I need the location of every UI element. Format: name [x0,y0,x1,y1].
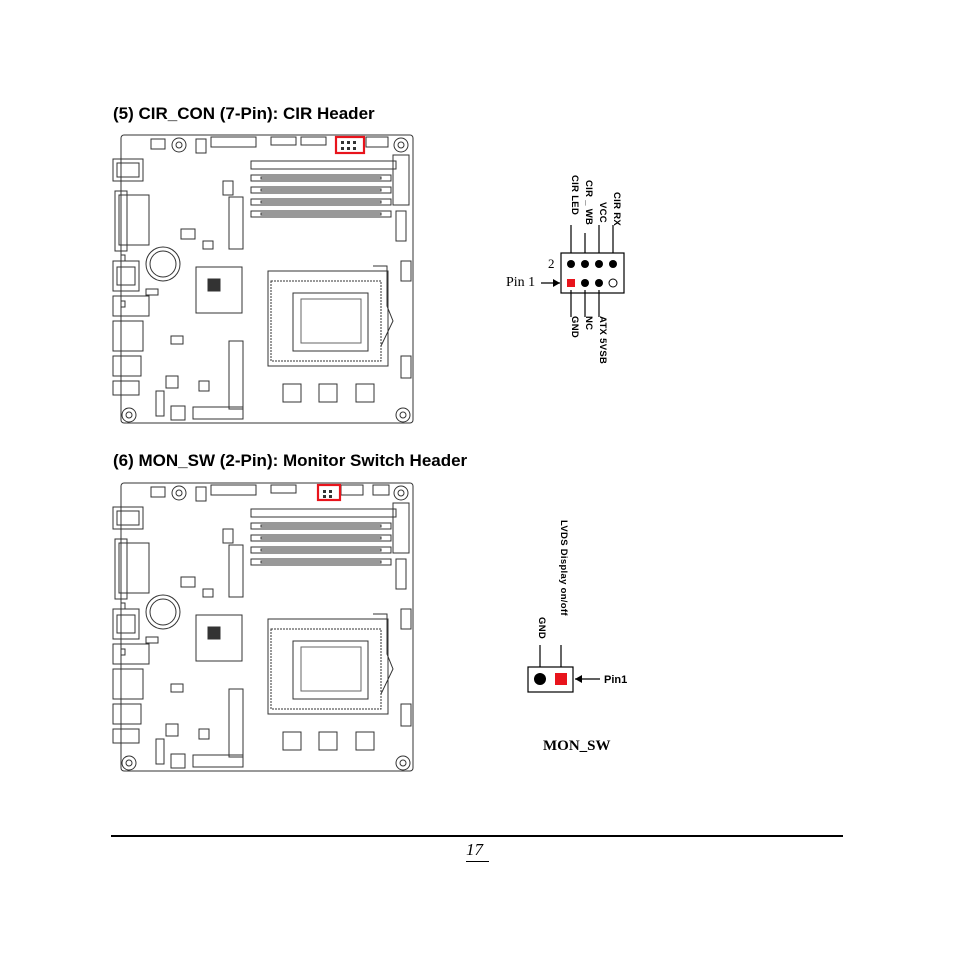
section-5-heading: (5) CIR_CON (7-Pin): CIR Header [113,104,375,123]
monsw-connector [527,645,600,693]
pin-label-cir-wb: CIR _ WB [583,180,594,226]
cir-row-label: 2 [548,256,555,271]
section-6-heading: (6) MON_SW (2-Pin): Monitor Switch Heade… [113,451,468,470]
pin-label-lvds-display: LVDS Display on/off [558,520,569,616]
pin-label-gnd: GND [569,316,580,339]
monsw-pin1-label: Pin1 [604,674,628,686]
cir-connector [541,225,625,317]
motherboard-diagram-monsw [112,482,414,772]
monsw-header-highlight [316,483,342,502]
pin-label-cir-rx: CIR RX [611,192,622,226]
pin-label-cir-led: CIR LED [569,175,580,216]
footer-rule [111,835,843,837]
pin-label-atx-5vsb: ATX 5VSB [597,316,608,365]
monsw-pin1-square [555,673,567,685]
motherboard-diagram-cir [112,134,414,424]
cir-pin1-label: Pin 1 [506,275,536,290]
cir-header-highlight [334,135,366,155]
cir-pin1-square [567,279,575,287]
page-number: 17 [466,840,483,859]
page-number-underline [466,861,489,862]
monsw-caption: MON_SW [543,738,611,754]
pin-label-gnd-monsw: GND [536,617,547,640]
pin-label-vcc: VCC [597,202,608,223]
pin-label-nc: NC [583,316,594,331]
